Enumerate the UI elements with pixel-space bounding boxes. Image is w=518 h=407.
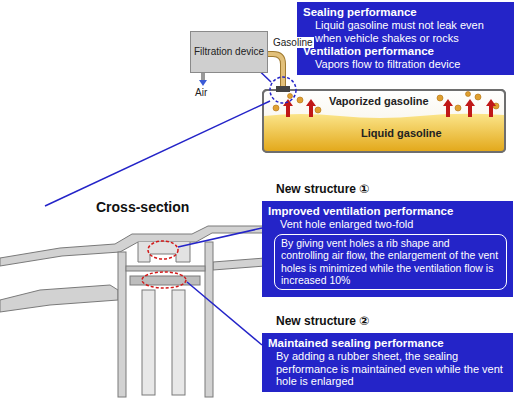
structure-box: New structure ②Maintained sealing perfor… [262, 333, 513, 392]
cap-cross-section [0, 285, 118, 312]
gasoline-pipe [268, 54, 283, 90]
vapor-droplet [297, 97, 303, 103]
tank-body [263, 90, 505, 152]
vapor-droplet [475, 94, 481, 100]
cap-cross-section [118, 252, 126, 397]
box-text: Liquid gasoline [361, 127, 442, 139]
heading: New structure ② [276, 314, 370, 328]
box-text: Vent hole enlarged two-fold [268, 218, 507, 231]
cap-cross-section [172, 290, 185, 395]
section-title: Cross-section [96, 199, 189, 215]
highlight-circle [142, 241, 186, 288]
zoom-line [45, 101, 270, 206]
cap-cross-section [126, 266, 205, 271]
vapor-droplet [288, 94, 293, 99]
highlight-circle [148, 241, 178, 259]
cap-cross-section [0, 226, 265, 397]
leader-line [178, 228, 262, 345]
box-title: Ventilation performance [303, 44, 508, 58]
cap-cross-section [142, 290, 155, 395]
pipe-outline [268, 54, 283, 90]
cap-cross-section [213, 258, 265, 270]
tank-body [263, 90, 505, 152]
vapor-arrow [306, 99, 316, 117]
leader-line [187, 282, 262, 345]
box-text: By adding a rubber sheet, the sealing pe… [268, 350, 507, 388]
air-outlet [199, 80, 207, 86]
detail-box: By giving vent holes a rib shape and con… [274, 234, 507, 290]
box-title: Sealing performance [303, 5, 508, 19]
cap-cross-section [0, 226, 265, 266]
vapor-arrow [486, 99, 496, 117]
box-text: Filtration device [194, 46, 264, 58]
air-label: Air [195, 87, 207, 98]
vapor-arrow [283, 99, 293, 117]
heading: New structure ① [276, 182, 370, 196]
vent-highlight [270, 77, 296, 103]
cap-cross-section [205, 242, 213, 397]
vapor-droplet [273, 92, 499, 114]
zoom-line [45, 62, 271, 206]
box-title: Maintained sealing performance [268, 336, 507, 350]
box-text: Vaporized gasoline [329, 95, 429, 107]
box-title: Improved ventilation performance [268, 204, 507, 218]
highlight-circle [142, 272, 186, 288]
cap-cross-section [138, 242, 190, 262]
vapor-droplet [437, 95, 443, 101]
leader-line [178, 228, 262, 247]
box-text: By giving vent holes a rib shape and con… [281, 237, 500, 287]
vapor-droplet [315, 107, 321, 113]
box-text: Vapors flow to filtration device [303, 58, 508, 71]
edge-label: Gasoline [272, 37, 313, 48]
vapor-arrow [465, 99, 475, 117]
tank-body [263, 90, 505, 152]
structure-box: New structure ①Improved ventilation perf… [262, 201, 513, 297]
vapor-droplet [455, 105, 461, 111]
box-text: Liquid gasoline must not leak even when … [303, 19, 508, 44]
vapor-arrow [443, 99, 453, 117]
vapor-droplet [273, 105, 279, 111]
tank-body [264, 114, 504, 151]
vapor-droplet [466, 92, 471, 97]
fuel-tank: Vaporized gasolineLiquid gasoline [263, 90, 505, 152]
vent-highlight [276, 86, 290, 92]
air-outlet [199, 73, 207, 86]
vent-highlight [270, 77, 296, 103]
filtration-device: Filtration device [190, 31, 268, 73]
requirement-box: Sealing performanceLiquid gasoline must … [297, 2, 514, 75]
